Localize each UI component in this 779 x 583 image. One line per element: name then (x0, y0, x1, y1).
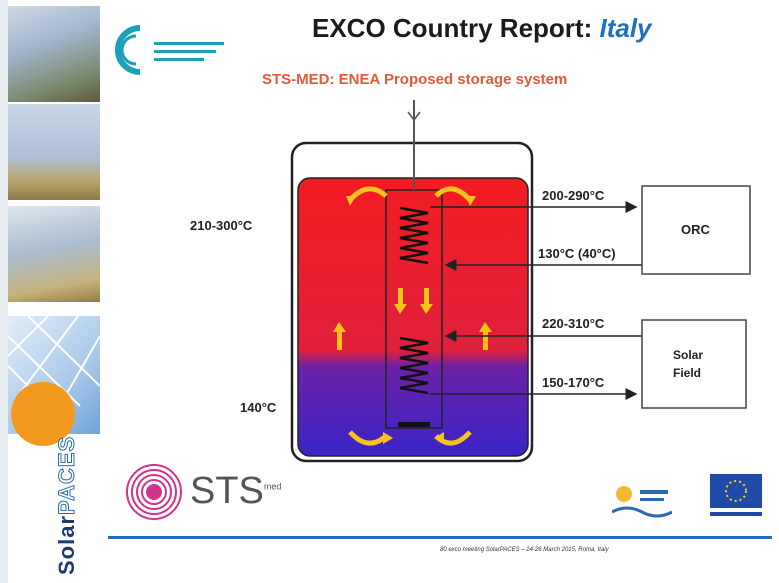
bottom-plate (398, 422, 430, 427)
footer-text: 80 exco meeting SolarPACES – 24-26 March… (440, 547, 609, 553)
footer-line (108, 536, 772, 539)
orc-return-temp: 130°C (40°C) (538, 246, 616, 261)
solar-supply-temp: 220-310°C (542, 316, 605, 331)
sun-icon (11, 382, 75, 446)
solar-label-line1: Solar (673, 348, 704, 362)
upper-coil (399, 206, 429, 265)
lower-coil (399, 336, 429, 395)
sts-logo-text: STSmed (190, 470, 282, 512)
sidebar-photo-trough (8, 6, 100, 102)
solar-field-box (641, 319, 747, 409)
orc-supply-temp: 200-290°C (542, 188, 605, 203)
sts-flower-icon (126, 464, 182, 520)
sidebar-strip (0, 0, 8, 583)
sidebar-photo-tower (8, 104, 100, 200)
eu-flag-icon (710, 474, 762, 516)
solar-return-temp: 150-170°C (542, 375, 605, 390)
solar-label-line2: Field (673, 366, 702, 380)
orc-box (641, 185, 751, 275)
sidebar-photo-dish (8, 206, 100, 302)
top-temp-label: 210-300°C (190, 218, 253, 233)
flow-arrowheads (333, 196, 492, 444)
orc-label: ORC (681, 222, 710, 237)
sidebar: SolarPACES (0, 0, 101, 583)
page-subtitle: STS-MED: ENEA Proposed storage system (262, 71, 568, 88)
ets-logo (115, 25, 224, 75)
enpi-logo (612, 486, 672, 518)
bottom-temp-label: 140°C (240, 400, 277, 415)
page-title: EXCO Country Report: Italy (312, 13, 652, 43)
inlet-arrow-icon (407, 111, 421, 122)
